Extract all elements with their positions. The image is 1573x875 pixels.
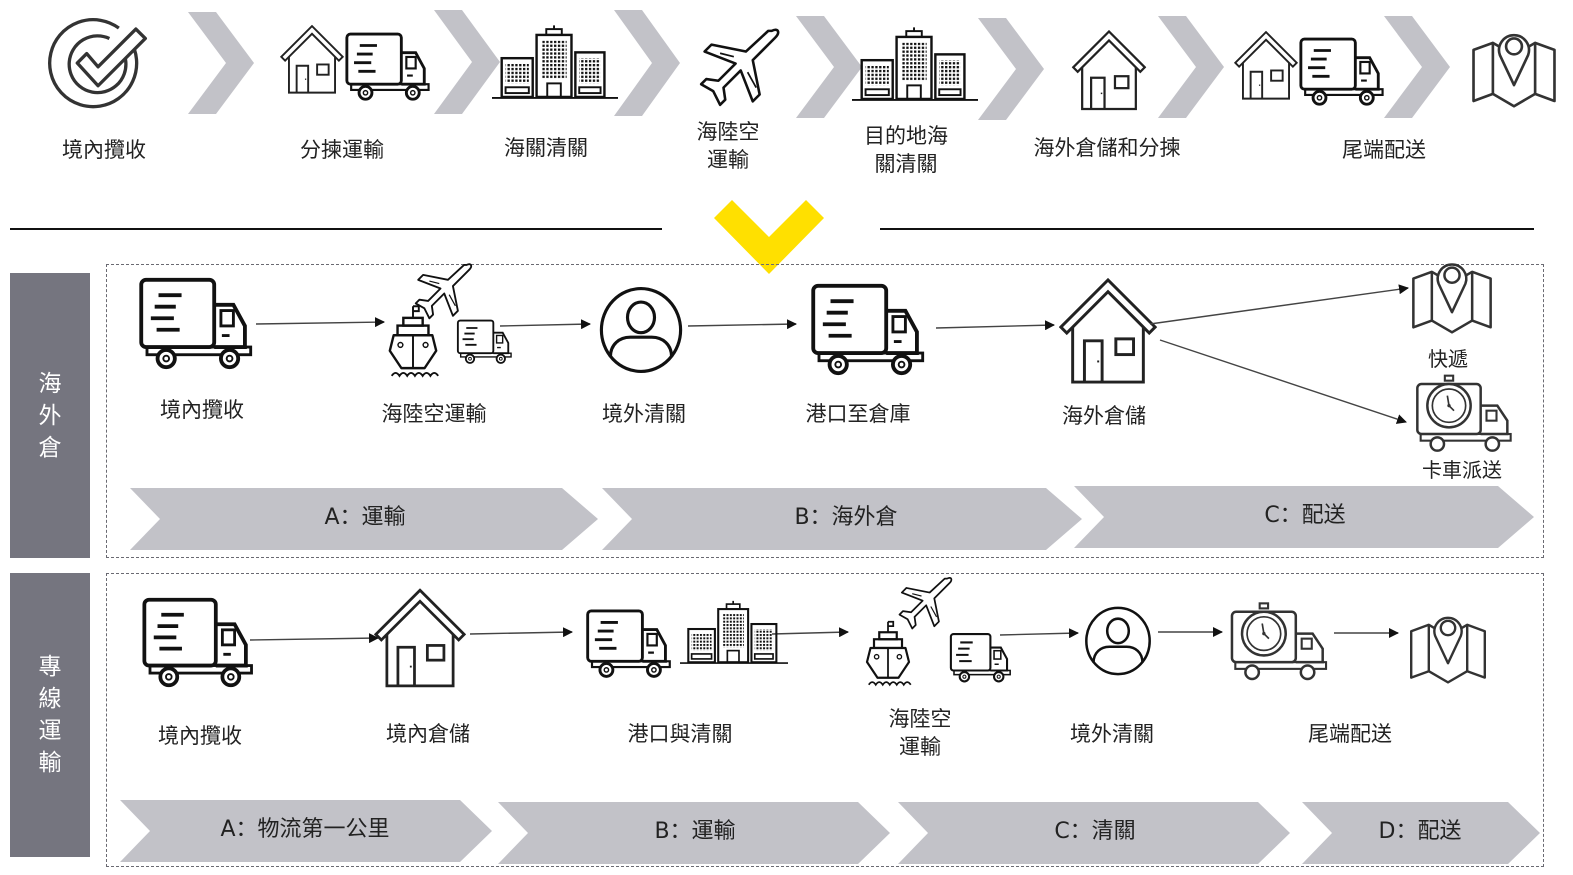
phase-chevron: [1074, 486, 1534, 548]
stopwatch-truck-icon: [1230, 602, 1328, 681]
title-char: 專: [38, 654, 62, 680]
phase-chevron: [602, 488, 1082, 550]
chevron-right-icon: [978, 18, 1044, 120]
top-step-label: 境內攬收: [62, 138, 146, 162]
chevron-down-icon: [714, 200, 824, 274]
title-char: 運: [38, 718, 62, 744]
house-icon: [280, 25, 344, 94]
top-step-label-line1: 目的地海: [864, 124, 948, 148]
house-icon: [374, 588, 466, 688]
phase-label: C：配送: [1264, 503, 1346, 528]
section-title-overseas-warehouse: 海 外 倉: [10, 273, 90, 558]
phase-chevron: [1302, 802, 1540, 864]
truck-icon: [456, 319, 512, 364]
top-step-label: 海關清關: [504, 136, 588, 160]
chevron-right-icon: [796, 16, 862, 118]
phase-label: A：物流第一公里: [220, 817, 390, 842]
step-label-line1: 海陸空: [888, 707, 952, 731]
step-label: 境內倉儲: [386, 722, 470, 746]
step-label: 港口與清關: [627, 722, 733, 746]
house-icon: [1059, 278, 1157, 384]
truck-icon: [586, 609, 672, 678]
person-circle-icon: [599, 287, 683, 373]
top-step-label-line2: 運輸: [707, 148, 749, 172]
step-label: 尾端配送: [1308, 722, 1392, 746]
phase-chevron: [498, 802, 890, 864]
overseas-warehouse-box: [106, 264, 1544, 558]
step-label: 境內攬收: [158, 724, 242, 748]
branch-label-express: 快遞: [1428, 347, 1468, 371]
top-step-label: 海外倉儲和分揀: [1033, 136, 1181, 160]
chevron-right-icon: [1384, 16, 1450, 118]
chevron-right-icon: [614, 10, 680, 116]
step-label: 海陸空運輸: [381, 402, 487, 426]
title-char: 海: [38, 370, 62, 397]
top-step-label-line1: 海陸空: [696, 120, 760, 144]
phase-label: B：海外倉: [794, 505, 898, 530]
truck-icon: [139, 277, 253, 370]
title-char: 倉: [38, 434, 62, 461]
divider-line-left: [10, 228, 662, 230]
step-label: 境內攬收: [160, 398, 244, 422]
phase-label: C：清關: [1054, 819, 1136, 844]
ship-icon: [388, 305, 440, 378]
title-char: 線: [38, 686, 62, 712]
stopwatch-truck-icon: [1416, 374, 1512, 452]
branch-label-truck: 卡車派送: [1422, 458, 1502, 482]
ship-icon: [865, 620, 912, 686]
truck-icon: [1299, 37, 1384, 106]
step-label: 境外清關: [602, 402, 686, 426]
map-pin-icon: [1409, 616, 1487, 684]
house-icon: [1234, 31, 1298, 100]
truck-icon: [142, 597, 254, 688]
step-label: 港口至倉庫: [805, 402, 911, 426]
buildings-icon: [680, 600, 788, 665]
step-label-line2: 運輸: [899, 735, 941, 759]
check-circle-icon: [40, 12, 158, 116]
person-circle-icon: [1085, 606, 1151, 676]
chevron-right-icon: [434, 10, 500, 114]
buildings-icon: [852, 27, 978, 102]
truck-icon: [949, 633, 1012, 683]
top-step-label-line2: 關清關: [874, 152, 938, 176]
buildings-icon: [492, 25, 618, 100]
top-step-label: 尾端配送: [1342, 138, 1426, 162]
map-pin-icon: [1472, 33, 1556, 108]
phase-chevron: [898, 802, 1290, 864]
dedicated-line-box: [106, 573, 1544, 867]
top-step-label: 分揀運輸: [300, 138, 384, 162]
map-pin-icon: [1412, 263, 1492, 334]
house-icon: [1072, 30, 1146, 111]
step-label: 境外清關: [1070, 722, 1154, 746]
title-char: 輸: [38, 750, 62, 776]
title-char: 外: [38, 402, 62, 429]
chevron-right-icon: [188, 12, 254, 114]
divider-line-right: [880, 228, 1534, 230]
airplane-icon: [699, 28, 780, 107]
truck-icon: [811, 283, 925, 376]
phase-label: A：運輸: [324, 505, 406, 530]
phase-label: B：運輸: [654, 819, 736, 844]
truck-icon: [345, 32, 430, 101]
chevron-right-icon: [1158, 16, 1224, 118]
phase-chevron: [120, 800, 492, 862]
step-label: 海外倉儲: [1062, 404, 1146, 428]
phase-label: D：配送: [1378, 819, 1462, 844]
section-title-dedicated-line: 專 線 運 輸: [10, 573, 90, 857]
phase-chevron: [130, 488, 598, 550]
